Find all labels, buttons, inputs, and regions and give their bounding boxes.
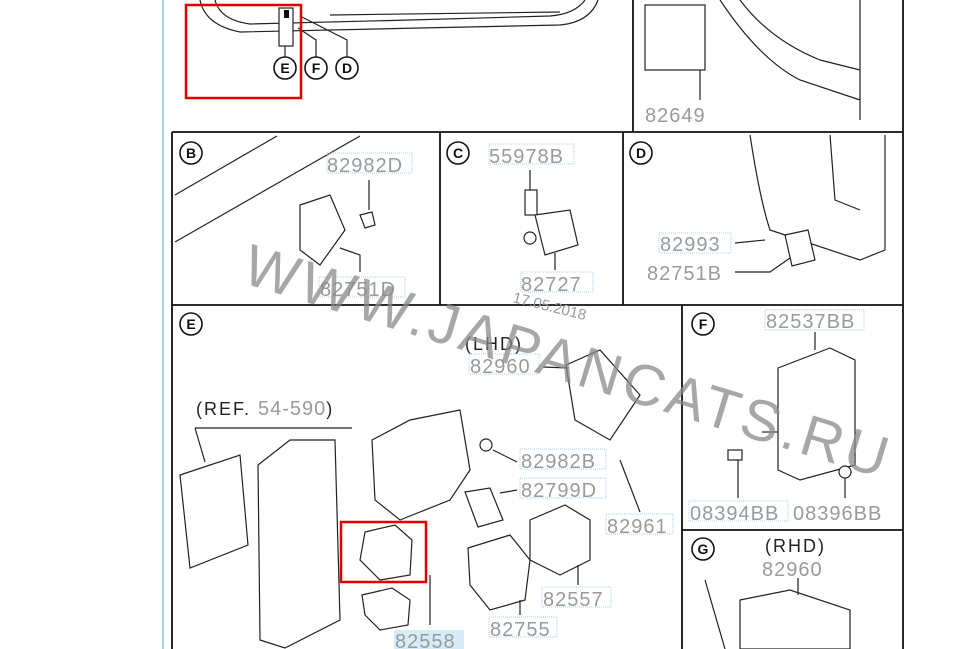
panel-c-drawing [523,170,579,270]
panel-e-drawing [179,349,641,649]
part-82799D[interactable]: 82799D [521,480,597,502]
callout-e-panel: E [179,312,203,336]
callout-e-label: E [280,60,289,76]
rhd-note: (RHD) [765,536,826,556]
svg-text:F: F [699,316,708,332]
callout-f-panel: F [691,312,715,336]
callout-f[interactable]: F [304,56,328,80]
panel-frames [171,0,904,649]
part-82558-selected[interactable]: 82558 [395,631,456,649]
panel-g-drawing [704,578,851,649]
callout-e[interactable]: E [273,56,297,80]
part-82557[interactable]: 82557 [543,589,604,611]
vehicle-overview-drawing [199,0,599,58]
part-08396BB[interactable]: 08396BB [793,503,882,525]
part-82960-lhd[interactable]: 82960 [470,356,531,378]
panel-d-drawing [734,134,886,273]
part-82537BB[interactable]: 82537BB [766,311,855,333]
part-82960-rhd[interactable]: 82960 [762,559,823,581]
svg-text:D: D [636,145,646,161]
ref-label: (REF. 54-590) [196,398,334,420]
svg-text:G: G [698,541,709,557]
part-82961[interactable]: 82961 [607,516,668,538]
part-82649[interactable]: 82649 [645,105,706,127]
part-82993[interactable]: 82993 [660,234,721,256]
panel-b-drawing [174,135,376,272]
part-82982B[interactable]: 82982B [521,451,596,473]
part-82982D[interactable]: 82982D [327,155,403,177]
highlight-box-overview [184,3,303,100]
callout-d[interactable]: D [335,56,359,80]
ref-link-54-590: 54-590 [258,398,326,420]
part-82751B[interactable]: 82751B [647,263,722,285]
callout-d-panel: D [629,141,653,165]
svg-text:B: B [186,145,196,161]
part-82727[interactable]: 82727 [521,274,582,296]
svg-text:C: C [453,145,463,161]
part-82755[interactable]: 82755 [490,619,551,641]
callout-c: C [446,141,470,165]
lhd-note: (LHD) [465,334,523,354]
callout-g-panel: G [691,537,715,561]
part-55978B[interactable]: 55978B [489,146,564,168]
part-82751D[interactable]: 82751D [320,279,396,301]
part-08394BB[interactable]: 08394BB [690,503,779,525]
svg-text:E: E [186,316,195,332]
callout-d-label: D [342,60,352,76]
callout-f-label: F [312,60,321,76]
panel-f-drawing [727,332,856,498]
door-panel-drawing [644,0,861,120]
highlight-box-82558 [339,520,428,584]
callout-b: B [179,141,203,165]
